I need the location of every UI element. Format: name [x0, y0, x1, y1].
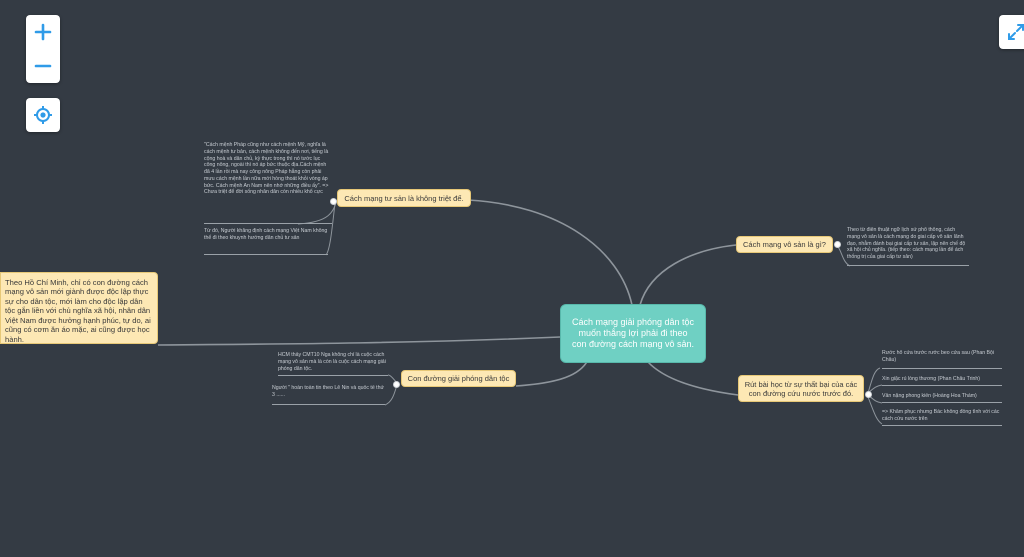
plus-icon [34, 23, 52, 41]
collapse-toggle[interactable] [834, 241, 841, 248]
note-bai-hoc-phan-boi-chau: Rước hổ cửa trước rước beo cửa sau (Phan… [882, 350, 1002, 369]
note-tu-san-conclusion: Từ đó, Người khẳng định cách mạng Việt N… [204, 228, 328, 255]
note-vo-san-definition: Theo từ điển thuật ngữ lịch sử phổ thông… [847, 227, 969, 266]
note-bai-hoc-ket-luan: => Khâm phục nhưng Bác không đồng tình v… [882, 409, 1002, 426]
locate-control [26, 98, 60, 132]
collapse-toggle[interactable] [330, 198, 337, 205]
branch-node-tu-san[interactable]: Cách mạng tư sản là không triệt để. [337, 189, 471, 207]
note-tu-san-quote: "Cách mệnh Pháp cũng như cách mệnh Mỹ, n… [204, 142, 332, 224]
note-bai-hoc-hoang-hoa-tham: Vẫn nặng phong kiến (Hoàng Hoa Thám) [882, 393, 1002, 403]
connector-root-to-baihoc [647, 361, 739, 396]
minus-icon [34, 64, 52, 68]
connector-root-to-duong [515, 359, 589, 387]
connector-root-to-tusan [467, 199, 633, 306]
collapse-toggle[interactable] [393, 381, 400, 388]
target-icon [34, 106, 52, 124]
branch-node-bai-hoc[interactable]: Rút bài học từ sự thất bại của các con đ… [738, 375, 864, 402]
connector-root-to-vosan [639, 244, 737, 306]
zoom-controls [26, 15, 60, 83]
expand-icon [1008, 24, 1024, 40]
branch-node-vo-san[interactable]: Cách mạng vô sản là gì? [736, 236, 833, 253]
note-con-duong-cmt10: HCM thấy CMT10 Nga không chỉ là cuộc các… [278, 352, 388, 376]
fullscreen-button[interactable] [999, 15, 1024, 49]
note-con-duong-lenin: Người " hoàn toàn tin theo Lê Nin và quố… [272, 385, 385, 405]
connector-duong-note2 [384, 384, 398, 406]
zoom-in-button[interactable] [26, 15, 60, 49]
branch-node-con-duong[interactable]: Con đường giải phóng dân tộc [401, 370, 516, 387]
collapse-toggle[interactable] [865, 391, 872, 398]
fullscreen-control [999, 15, 1024, 49]
connector-baihoc-n1 [867, 367, 881, 394]
side-note-hcm[interactable]: Theo Hồ Chí Minh, chỉ có con đường cách … [0, 272, 158, 344]
connector-root-to-sidenote [157, 336, 561, 346]
root-node[interactable]: Cách mạng giải phóng dân tộc muốn thắng … [560, 304, 706, 363]
note-bai-hoc-phan-chau-trinh: Xin giặc rủ lòng thương (Phan Châu Trinh… [882, 376, 1002, 386]
connector-baihoc-n4 [867, 396, 883, 425]
connector-tusan-note2 [325, 202, 336, 256]
zoom-out-button[interactable] [26, 49, 60, 83]
locate-button[interactable] [26, 98, 60, 132]
